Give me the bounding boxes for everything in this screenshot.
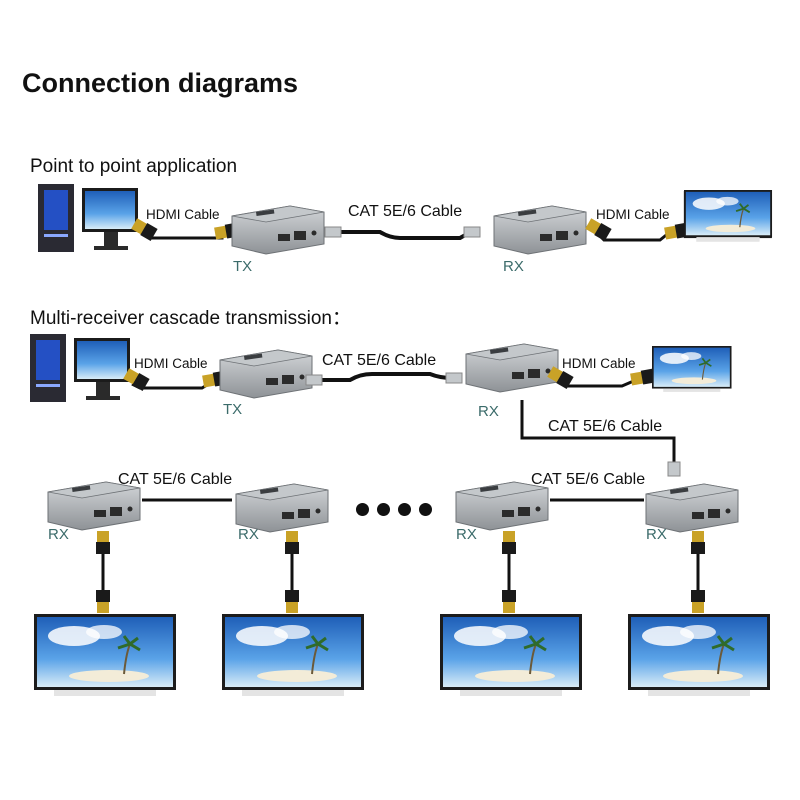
cat-cable [318,372,453,382]
tv-icon [32,612,178,698]
section-heading-cascade: Multi-receiver cascade transmission： [30,308,351,329]
label-hdmi-cable: HDMI Cable [146,207,220,222]
tv-icon [220,612,366,698]
tv-icon [626,612,772,698]
extender-box-icon [645,483,739,533]
tv-icon [651,345,733,393]
rj45-plug-icon [445,372,463,384]
cat-cable [520,400,676,470]
pc-tower-icon [30,334,130,402]
pc-tower-icon [38,184,138,252]
rj45-plug-icon [305,374,323,386]
extender-box-icon [47,481,141,531]
hdmi-plug-icon [629,368,656,387]
label-rx: RX [478,403,499,420]
extender-box-icon [493,205,587,255]
extender-box-icon [465,343,559,393]
extender-box-icon [219,349,313,399]
label-rx: RX [646,526,667,543]
extender-box-icon [231,205,325,255]
section-heading-p2p: Point to point application [30,156,238,177]
label-hdmi-cable: HDMI Cable [562,356,636,371]
label-tx: TX [223,401,243,418]
rj45-plug-icon [324,226,342,238]
label-hdmi-cable: HDMI Cable [134,356,208,371]
label-cat-cable: CAT 5E/6 Cable [348,203,463,220]
hdmi-cable-vertical [96,531,705,613]
tv-icon [438,612,584,698]
rj45-plug-icon [463,226,481,238]
label-cat-cable: CAT 5E/6 Cable [531,471,646,488]
label-cat-cable: CAT 5E/6 Cable [118,471,233,488]
cat-cable [338,230,475,240]
label-rx: RX [503,258,524,275]
label-rx: RX [456,526,477,543]
label-cat-cable: CAT 5E/6 Cable [322,352,437,369]
tv-icon [683,189,773,242]
label-tx: TX [233,258,253,275]
extender-box-icon [455,481,549,531]
label-cat-cable: CAT 5E/6 Cable [548,418,663,435]
hdmi-plug-icon [584,217,612,242]
label-rx: RX [238,526,259,543]
page-title: Connection diagrams [22,68,299,98]
rj45-plug-icon [667,461,681,477]
label-rx: RX [48,526,69,543]
extender-box-icon [235,483,329,533]
label-hdmi-cable: HDMI Cable [596,207,670,222]
ellipsis-dots [356,503,440,521]
